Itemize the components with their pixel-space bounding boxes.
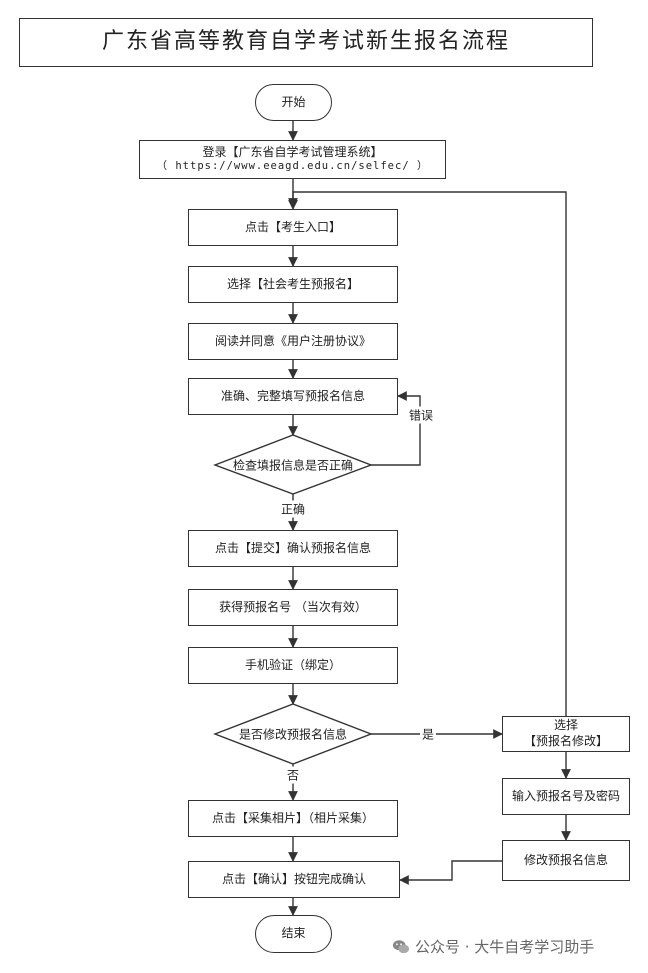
collect-photo-node: 点击【采集相片】（相片采集） <box>188 800 398 837</box>
submit-node: 点击【提交】确认预报名信息 <box>188 530 398 567</box>
wechat-icon <box>392 939 410 953</box>
read-agree-node: 阅读并同意《用户注册协议》 <box>188 323 398 360</box>
edge-check-error-loop <box>371 391 421 466</box>
edge-modifyinfo-confirm <box>399 860 502 885</box>
decision-modify-shape <box>213 703 373 765</box>
fill-info-node: 准确、完整填写预报名信息 <box>188 378 398 415</box>
confirm-node: 点击【确认】按钮完成确认 <box>188 861 400 898</box>
watermark-text: 公众号 · 大牛自考学习助手 <box>415 938 595 956</box>
select-modify-label-2: 【预报名修改】 <box>523 734 608 748</box>
decision-check-shape <box>213 434 373 495</box>
edge-label-correct: 正确 <box>278 500 308 518</box>
phone-verify-node: 手机验证（绑定） <box>188 647 398 684</box>
input-number-node: 输入预报名号及密码 <box>502 778 630 815</box>
select-social-node: 选择【社会考生预报名】 <box>188 266 398 303</box>
edge-label-error: 错误 <box>406 406 436 424</box>
check-info-decision: 检查填报信息是否正确 <box>232 458 354 473</box>
modify-info-node: 修改预报名信息 <box>502 840 630 881</box>
edge-label-no: 否 <box>284 766 302 784</box>
login-node: 登录【广东省自学考试管理系统】 （ https://www.eeagd.edu.… <box>139 140 446 179</box>
get-number-node: 获得预报名号 （当次有效） <box>188 589 398 626</box>
select-modify-label-1: 选择 <box>553 718 578 733</box>
page-title: 广东省高等教育自学考试新生报名流程 <box>19 18 593 67</box>
login-label: 登录【广东省自学考试管理系统】 <box>202 144 383 159</box>
end-node: 结束 <box>255 915 332 953</box>
modify-decision: 是否修改预报名信息 <box>238 727 348 742</box>
watermark: 公众号 · 大牛自考学习助手 <box>392 936 594 957</box>
start-node: 开始 <box>255 84 332 121</box>
edge-label-yes: 是 <box>419 725 437 743</box>
login-url: （ https://www.eeagd.edu.cn/selfec/ ） <box>156 160 429 173</box>
edge-selectmodify-back <box>288 191 567 716</box>
select-modify-node: 选择 【预报名修改】 <box>502 716 630 752</box>
click-entry-node: 点击【考生入口】 <box>188 209 398 246</box>
